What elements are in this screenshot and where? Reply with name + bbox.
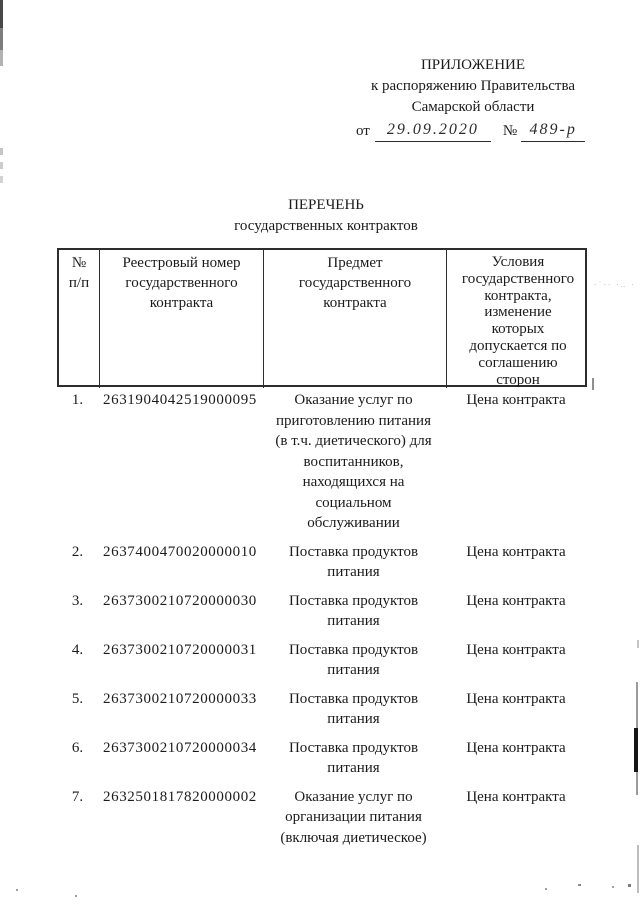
list-title-line1: ПЕРЕЧЕНЬ [288, 197, 364, 213]
registry-number: 2637300210720000033 [103, 690, 257, 707]
contract-subject: Поставка продуктов питания [288, 641, 419, 679]
table-row: 6. 2637300210720000034 Поставка продукто… [57, 738, 587, 779]
header-cell-number: № п/п [59, 250, 100, 389]
list-title-line2: государственных контрактов [234, 218, 418, 234]
scan-edge-artifact [636, 682, 638, 795]
scan-speck [612, 886, 614, 888]
registry-number: 2632501817820000002 [103, 788, 257, 805]
number-label: № [502, 123, 518, 139]
scan-speck [16, 889, 18, 891]
scan-speck [75, 895, 77, 897]
contract-subject: Поставка продуктов питания [288, 543, 419, 581]
contract-condition: Цена контракта [466, 641, 566, 658]
scan-edge-artifact [0, 0, 3, 28]
scan-edge-artifact [0, 50, 3, 66]
row-number: 7. [71, 788, 84, 805]
table-row: 3. 2637300210720000030 Поставка продукто… [57, 591, 587, 632]
scan-speck [545, 888, 547, 890]
row-number: 5. [71, 690, 84, 707]
scan-edge-artifact [0, 176, 3, 183]
contract-condition: Цена контракта [466, 739, 566, 756]
appendix-header: ПРИЛОЖЕНИЕ к распоряжению Правительства … [330, 55, 616, 142]
contract-condition: Цена контракта [466, 392, 566, 408]
contract-subject: Поставка продуктов питания [288, 739, 419, 777]
contract-condition: Цена контракта [466, 788, 566, 805]
contract-subject: Поставка продуктов питания [288, 592, 419, 630]
table-row: 1. 2631904042519000095 Оказание услуг по… [57, 390, 587, 534]
contract-condition: Цена контракта [466, 592, 566, 609]
table-row: 2. 2637400470020000010 Поставка продукто… [57, 542, 587, 583]
scan-edge-artifact [634, 728, 638, 772]
date-label: от [356, 123, 370, 139]
handwritten-number: 489-р [529, 121, 577, 138]
scan-speck [578, 884, 581, 886]
row-number: 2. [71, 543, 84, 560]
header-cell-subject: Предмет государственного контракта [264, 250, 447, 389]
scan-edge-artifact [0, 148, 3, 155]
number-blank: 489-р [521, 119, 586, 142]
scan-smudge: ·˙·· ·‥ · [594, 281, 636, 289]
date-blank: 29.09.2020 [374, 119, 491, 142]
registry-number: 2631904042519000095 [103, 392, 257, 408]
scan-edge-artifact [0, 28, 3, 50]
registry-number: 2637300210720000031 [103, 641, 257, 658]
contract-subject: Оказание услуг по приготовлению питания … [275, 392, 432, 531]
header-cell-conditions: Условия государственного контракта, изме… [461, 254, 575, 388]
contracts-table-header: № п/п Реестровый номер государственного … [57, 248, 587, 389]
scan-edge-artifact [637, 640, 639, 648]
scan-smudge [592, 378, 594, 390]
scan-edge-artifact [0, 162, 3, 169]
table-row: 4. 2637300210720000031 Поставка продукто… [57, 640, 587, 681]
appendix-line-region: Самарской области [411, 99, 535, 115]
contract-subject: Поставка продуктов питания [288, 690, 419, 728]
header-cell-registry: Реестровый номер государственного контра… [100, 250, 264, 389]
scan-speck [628, 884, 631, 887]
handwritten-date: 29.09.2020 [386, 121, 479, 138]
table-row: 7. 2632501817820000002 Оказание услуг по… [57, 787, 587, 849]
contract-condition: Цена контракта [466, 543, 566, 560]
row-number: 1. [71, 392, 84, 408]
table-row: 5. 2637300210720000033 Поставка продукто… [57, 689, 587, 730]
row-number: 4. [71, 641, 84, 658]
row-number: 3. [71, 592, 84, 609]
registry-number: 2637300210720000030 [103, 592, 257, 609]
scan-edge-artifact [637, 845, 639, 893]
contract-condition: Цена контракта [466, 690, 566, 707]
appendix-line-authority: к распоряжению Правительства [370, 78, 575, 94]
appendix-title: ПРИЛОЖЕНИЕ [420, 57, 526, 73]
row-number: 6. [71, 739, 84, 756]
registry-number: 2637300210720000034 [103, 739, 257, 756]
registry-number: 2637400470020000010 [103, 543, 257, 560]
contract-subject: Оказание услуг по организации питания (в… [280, 788, 427, 846]
appendix-date-number-line: от 29.09.2020 № 489-р [356, 119, 616, 142]
list-title: ПЕРЕЧЕНЬ государственных контрактов [57, 195, 595, 237]
contracts-table-body: 1. 2631904042519000095 Оказание услуг по… [57, 390, 587, 856]
